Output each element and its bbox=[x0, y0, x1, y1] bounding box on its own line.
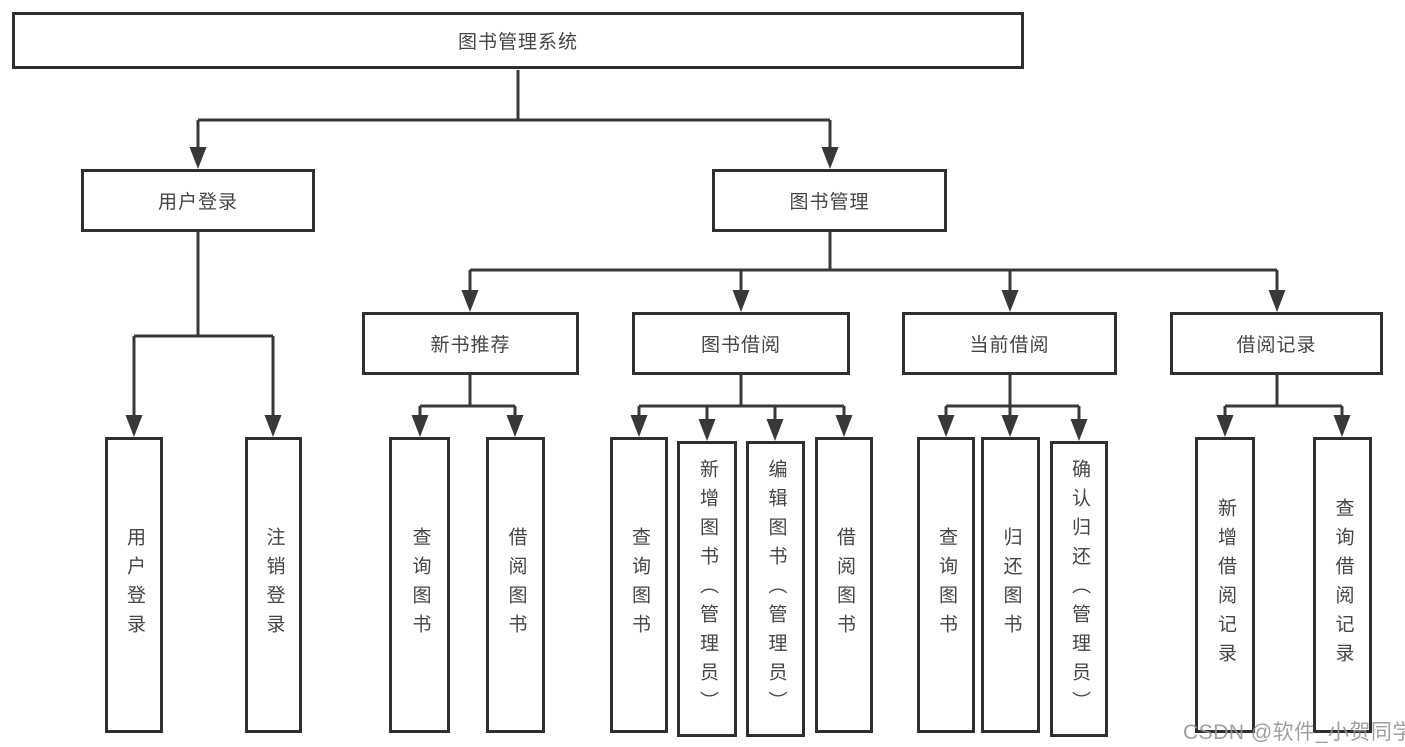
node-book-borrowing: 图书借阅 bbox=[632, 312, 850, 375]
leaf-label: 编辑图书（管理员） bbox=[765, 458, 787, 720]
leaf-label: 新增借阅记录 bbox=[1214, 498, 1236, 672]
node-label: 图书借阅 bbox=[700, 335, 781, 356]
leaf-label: 借阅图书 bbox=[505, 527, 527, 643]
leaf-query-books: 查询图书 bbox=[389, 437, 450, 733]
leaf-label: 新增图书（管理员） bbox=[696, 458, 718, 720]
node-borrowing-records: 借阅记录 bbox=[1170, 312, 1383, 375]
leaf-label: 查询图书 bbox=[935, 527, 957, 643]
leaf-edit-books-admin: 编辑图书（管理员） bbox=[746, 441, 805, 737]
leaf-label: 用户登录 bbox=[123, 527, 145, 643]
leaf-label: 查询图书 bbox=[409, 527, 431, 643]
leaf-query-books: 查询图书 bbox=[917, 437, 975, 733]
leaf-logout: 注销登录 bbox=[245, 437, 302, 733]
leaf-add-borrow-record: 新增借阅记录 bbox=[1195, 437, 1255, 733]
node-label: 图书管理 bbox=[789, 192, 870, 213]
leaf-borrow-books: 借阅图书 bbox=[815, 437, 873, 733]
leaf-label: 查询图书 bbox=[628, 527, 650, 643]
leaf-label: 归还图书 bbox=[1000, 527, 1022, 643]
node-book-management-branch: 图书管理 bbox=[712, 169, 947, 232]
node-user-login-branch: 用户登录 bbox=[81, 169, 315, 232]
node-label: 用户登录 bbox=[157, 192, 238, 213]
leaf-add-books-admin: 新增图书（管理员） bbox=[677, 441, 737, 737]
csdn-watermark: CSDN @软件_小贺同学 bbox=[1183, 721, 1405, 744]
node-label: 借阅记录 bbox=[1236, 335, 1317, 356]
node-label: 图书管理系统 bbox=[457, 32, 578, 53]
leaf-label: 确认归还（管理员） bbox=[1068, 458, 1090, 720]
leaf-query-books: 查询图书 bbox=[610, 437, 668, 733]
leaf-borrow-books: 借阅图书 bbox=[486, 437, 545, 733]
leaf-confirm-return-admin: 确认归还（管理员） bbox=[1050, 441, 1108, 737]
leaf-return-books: 归还图书 bbox=[981, 437, 1040, 733]
node-library-management-system: 图书管理系统 bbox=[12, 12, 1024, 69]
leaf-label: 借阅图书 bbox=[833, 527, 855, 643]
leaf-label: 查询借阅记录 bbox=[1332, 498, 1354, 672]
leaf-query-borrow-record: 查询借阅记录 bbox=[1313, 437, 1372, 733]
leaf-user-login: 用户登录 bbox=[105, 437, 163, 733]
leaf-label: 注销登录 bbox=[263, 527, 285, 643]
node-label: 新书推荐 bbox=[430, 335, 511, 356]
node-new-book-recommendation: 新书推荐 bbox=[362, 312, 579, 375]
node-current-borrowing: 当前借阅 bbox=[902, 312, 1117, 375]
node-label: 当前借阅 bbox=[969, 335, 1050, 356]
